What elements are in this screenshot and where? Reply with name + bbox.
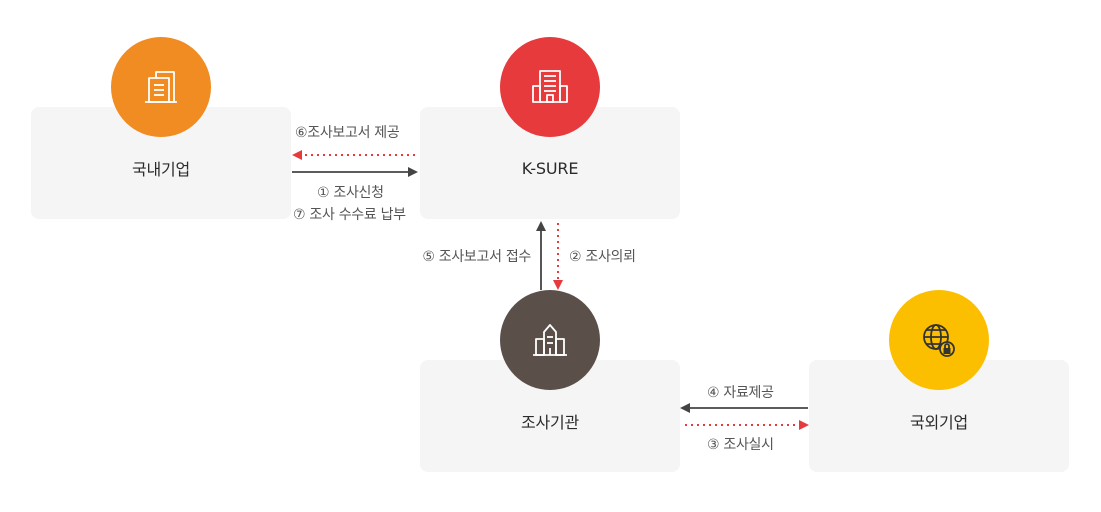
domestic-company-label: 국내기업 (131, 160, 191, 179)
buildings-icon (145, 71, 177, 103)
label-step4: ④ 자료제공 (707, 385, 774, 401)
survey-agency-label: 조사기관 (520, 413, 580, 432)
label-step1: ① 조사신청 (317, 185, 384, 201)
arrowhead-report-received (536, 221, 546, 231)
label-step2: ② 조사의뢰 (569, 249, 636, 265)
label-step7: ⑦ 조사 수수료 납부 (293, 207, 406, 223)
foreign-company-badge (889, 290, 989, 390)
label-step5: ⑤ 조사보고서 접수 (422, 249, 531, 265)
ksure-label: K-SURE (521, 158, 579, 178)
arrowhead-survey-conducted (799, 420, 809, 430)
node-survey-agency: 조사기관 (420, 360, 680, 472)
office-building-icon (532, 70, 568, 103)
foreign-company-label: 국외기업 (909, 413, 969, 432)
agency-building-icon (533, 324, 567, 356)
arrowhead-survey-request (408, 167, 418, 177)
arrowhead-report-provided (292, 150, 302, 160)
domestic-company-badge (111, 37, 211, 137)
arrowhead-survey-commission (553, 280, 563, 290)
survey-agency-badge (500, 290, 600, 390)
arrowhead-data-provided (680, 403, 690, 413)
globe-lock-icon (923, 324, 955, 357)
ksure-badge (500, 37, 600, 137)
label-step3: ③ 조사실시 (707, 437, 774, 453)
label-step6: ⑥조사보고서 제공 (295, 125, 400, 141)
